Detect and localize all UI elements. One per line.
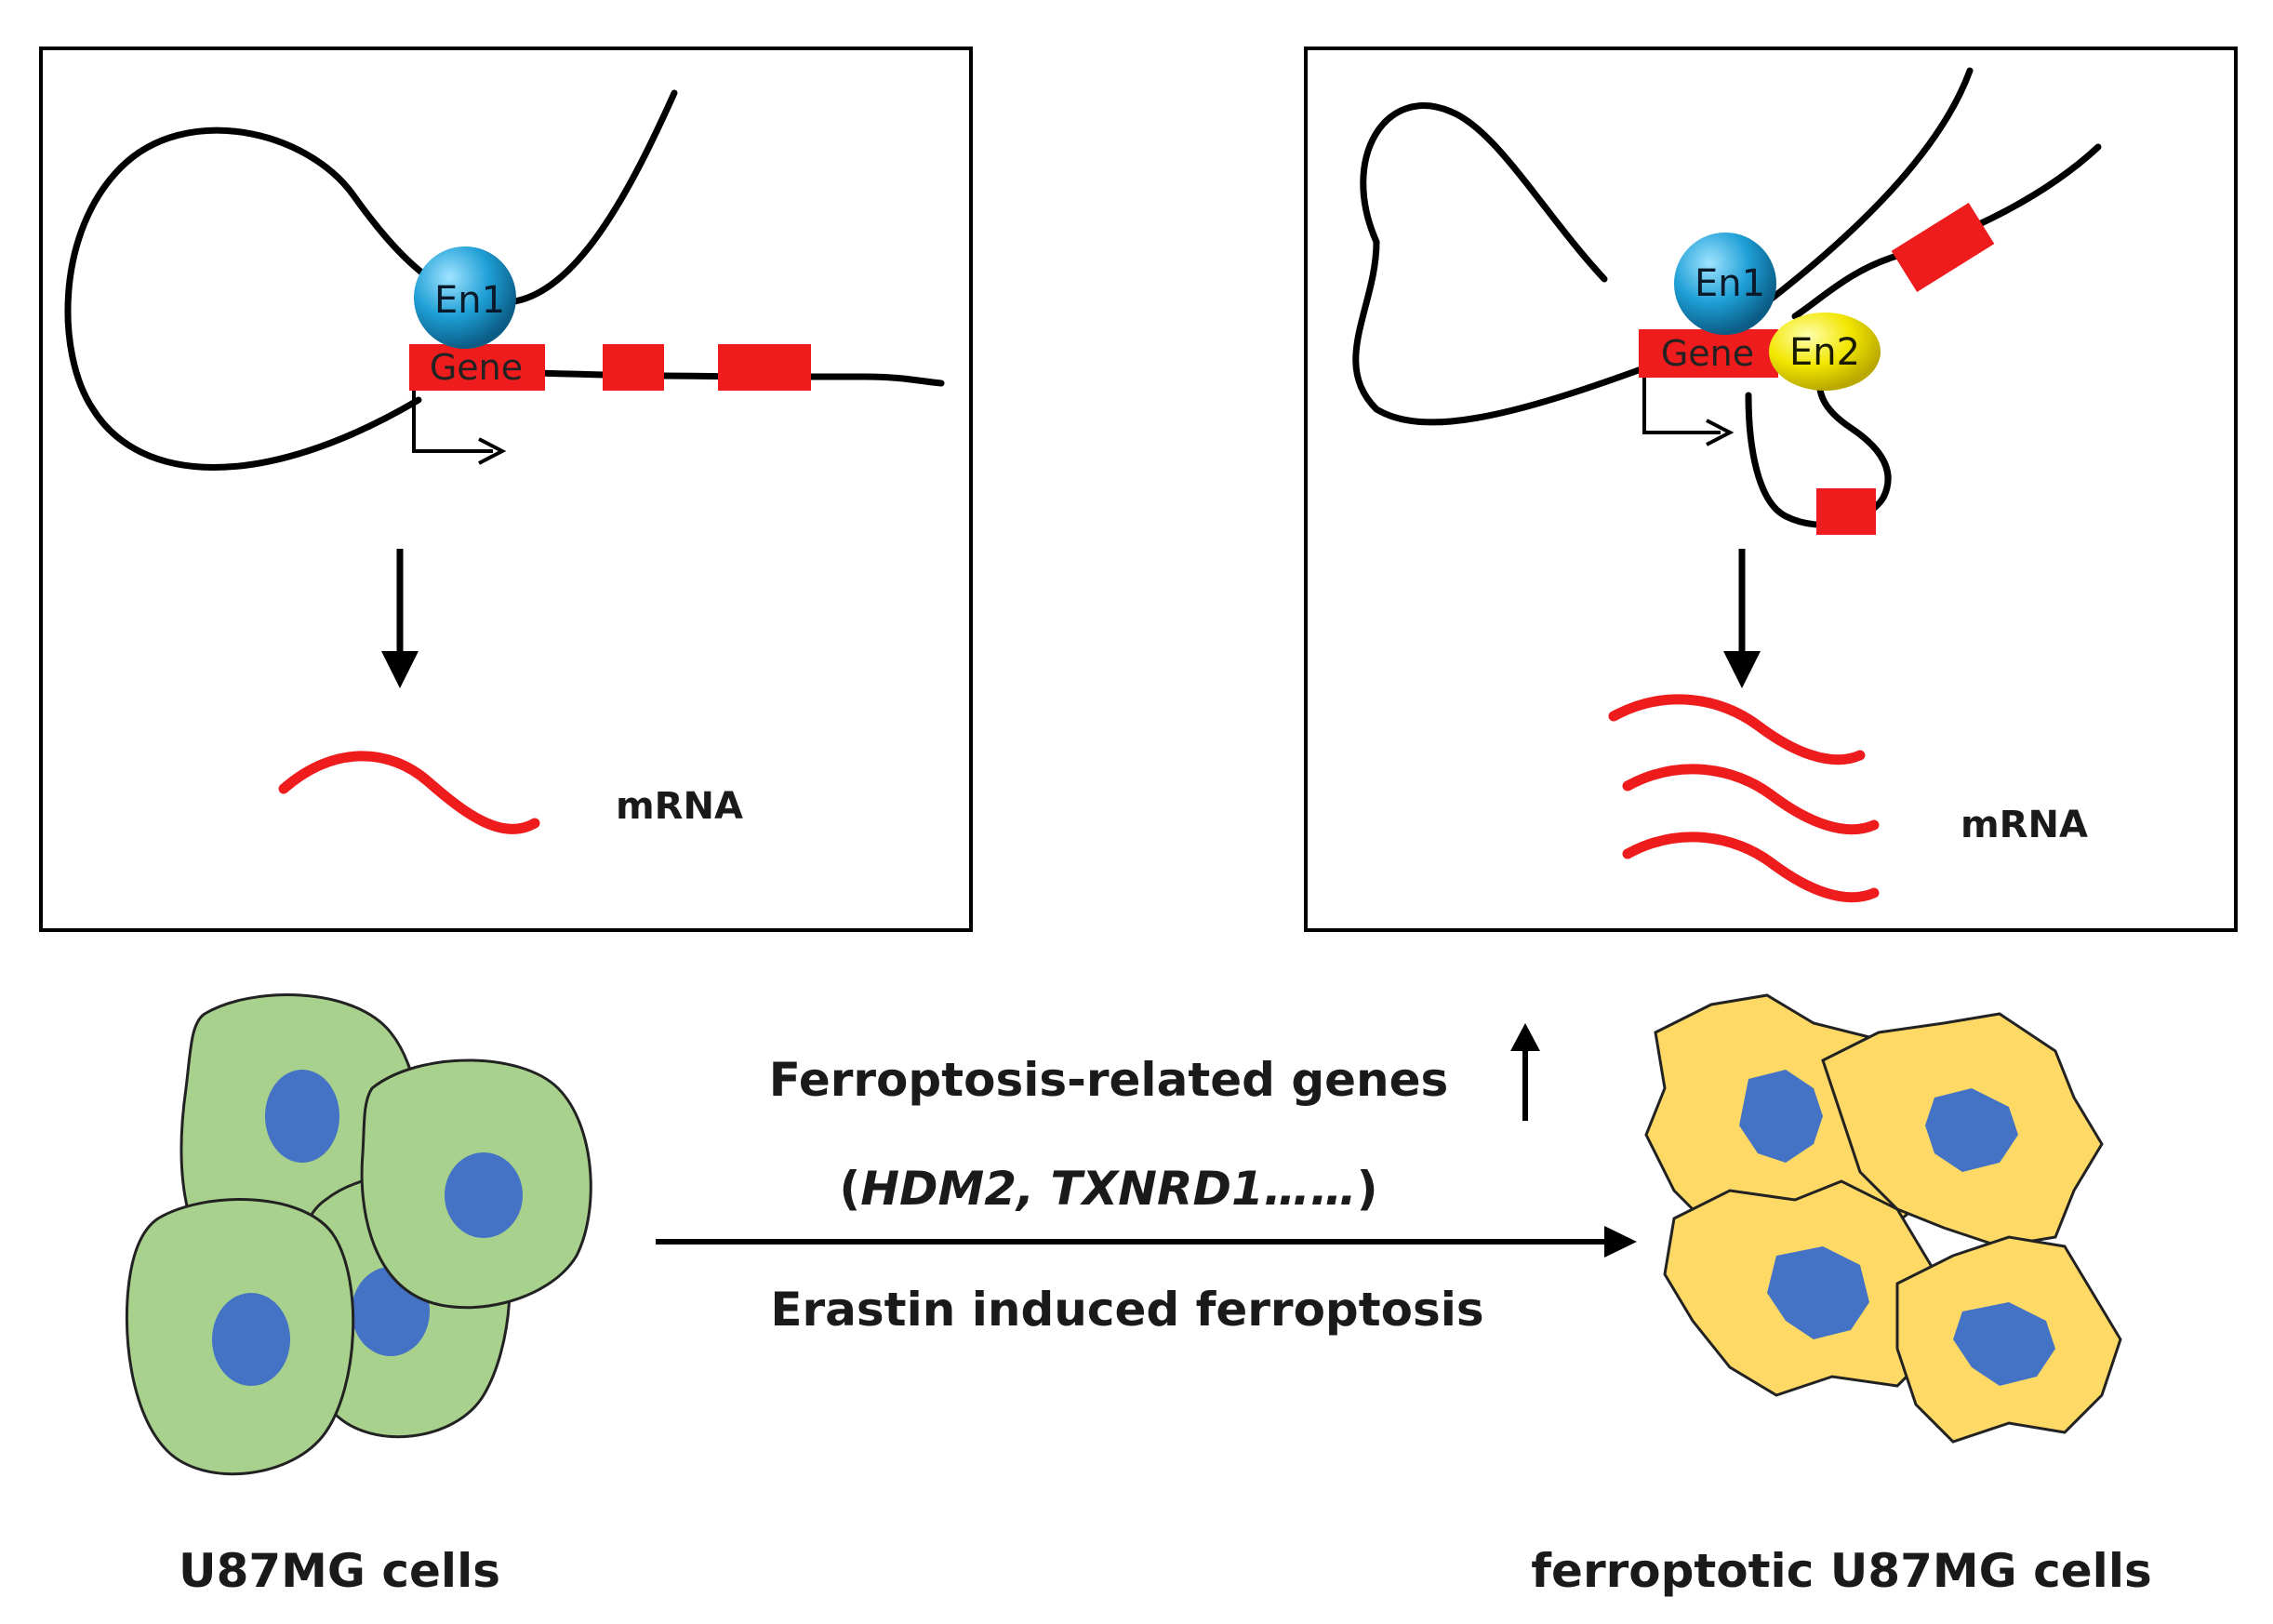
erastin-label: Erastin induced ferroptosis — [770, 1283, 1483, 1337]
left-enhancer-block-1 — [603, 344, 664, 391]
right-en2-label: En2 — [1789, 331, 1860, 374]
right-tss-arrow — [1642, 378, 1721, 434]
right-chromatin-fiber — [1352, 102, 1650, 426]
right-tss-arrowhead — [1706, 419, 1735, 446]
gene-examples-close-paren: ) — [1357, 1162, 1378, 1216]
gene-examples-names: HDM2, TXNRD1…… — [860, 1162, 1357, 1216]
right-mrna-wave-3 — [1622, 832, 1880, 903]
healthy-cell-cluster — [125, 993, 592, 1476]
right-mrna-wave-2 — [1622, 764, 1880, 835]
left-en1-sphere — [414, 246, 516, 349]
treatment-arrow-head — [1604, 1226, 1637, 1258]
left-mrna-wave — [278, 751, 540, 834]
healthy-cell-1-nucleus — [265, 1070, 339, 1163]
gene-examples-label: (HDM2, TXNRD1……) — [839, 1162, 1377, 1216]
left-chromatin-fiber — [64, 89, 678, 471]
left-tss-arrowhead — [478, 437, 507, 465]
ferroptotic-cell-2-nucleus — [1925, 1088, 2018, 1172]
ferroptotic-cell-3-nucleus — [1767, 1246, 1869, 1339]
healthy-cell-4-nucleus — [212, 1293, 290, 1386]
healthy-cell-3-nucleus — [445, 1152, 523, 1238]
ferroptotic-cell-1-nucleus — [1739, 1070, 1823, 1163]
right-gene-box — [1639, 329, 1778, 378]
right-en1-sphere — [1674, 233, 1776, 335]
upregulation-arrow-head — [1510, 1023, 1540, 1051]
left-en1-label: En1 — [434, 279, 505, 322]
left-down-arrow-head — [381, 651, 419, 688]
u87mg-cells-label: U87MG cells — [179, 1544, 500, 1598]
right-fiber-lower-loop — [1745, 359, 1892, 528]
right-panel: Gene En2 En1 mRNA — [1304, 47, 2238, 932]
right-mrna-wave-1 — [1608, 694, 1866, 765]
left-panel: Gene En1 mRNA — [39, 47, 973, 932]
left-gene-box — [409, 344, 545, 391]
right-enhancer-block-1 — [1891, 202, 1995, 293]
left-enhancer-block-2 — [718, 344, 811, 391]
right-enhancer-block-2 — [1816, 488, 1876, 535]
right-en1-label: En1 — [1695, 262, 1765, 305]
left-tss-arrow — [412, 391, 493, 453]
right-gene-label: Gene — [1661, 333, 1754, 374]
ferroptotic-u87mg-cells-label: ferroptotic U87MG cells — [1531, 1544, 2151, 1598]
right-down-arrow-head — [1723, 651, 1761, 688]
ferroptotic-cell-4-nucleus — [1953, 1302, 2055, 1386]
ferroptosis-genes-label: Ferroptosis-related genes — [769, 1053, 1449, 1107]
gene-examples-open-paren: ( — [839, 1162, 860, 1216]
right-fiber-top — [1745, 67, 1974, 320]
right-panel-frame — [1304, 47, 2238, 932]
left-gene-label: Gene — [430, 347, 523, 388]
left-mrna-label: mRNA — [616, 785, 743, 828]
right-mrna-label: mRNA — [1961, 804, 2088, 846]
right-en2-ellipse — [1769, 313, 1881, 391]
left-panel-frame — [39, 47, 973, 932]
ferroptotic-cell-cluster — [1644, 993, 2122, 1444]
